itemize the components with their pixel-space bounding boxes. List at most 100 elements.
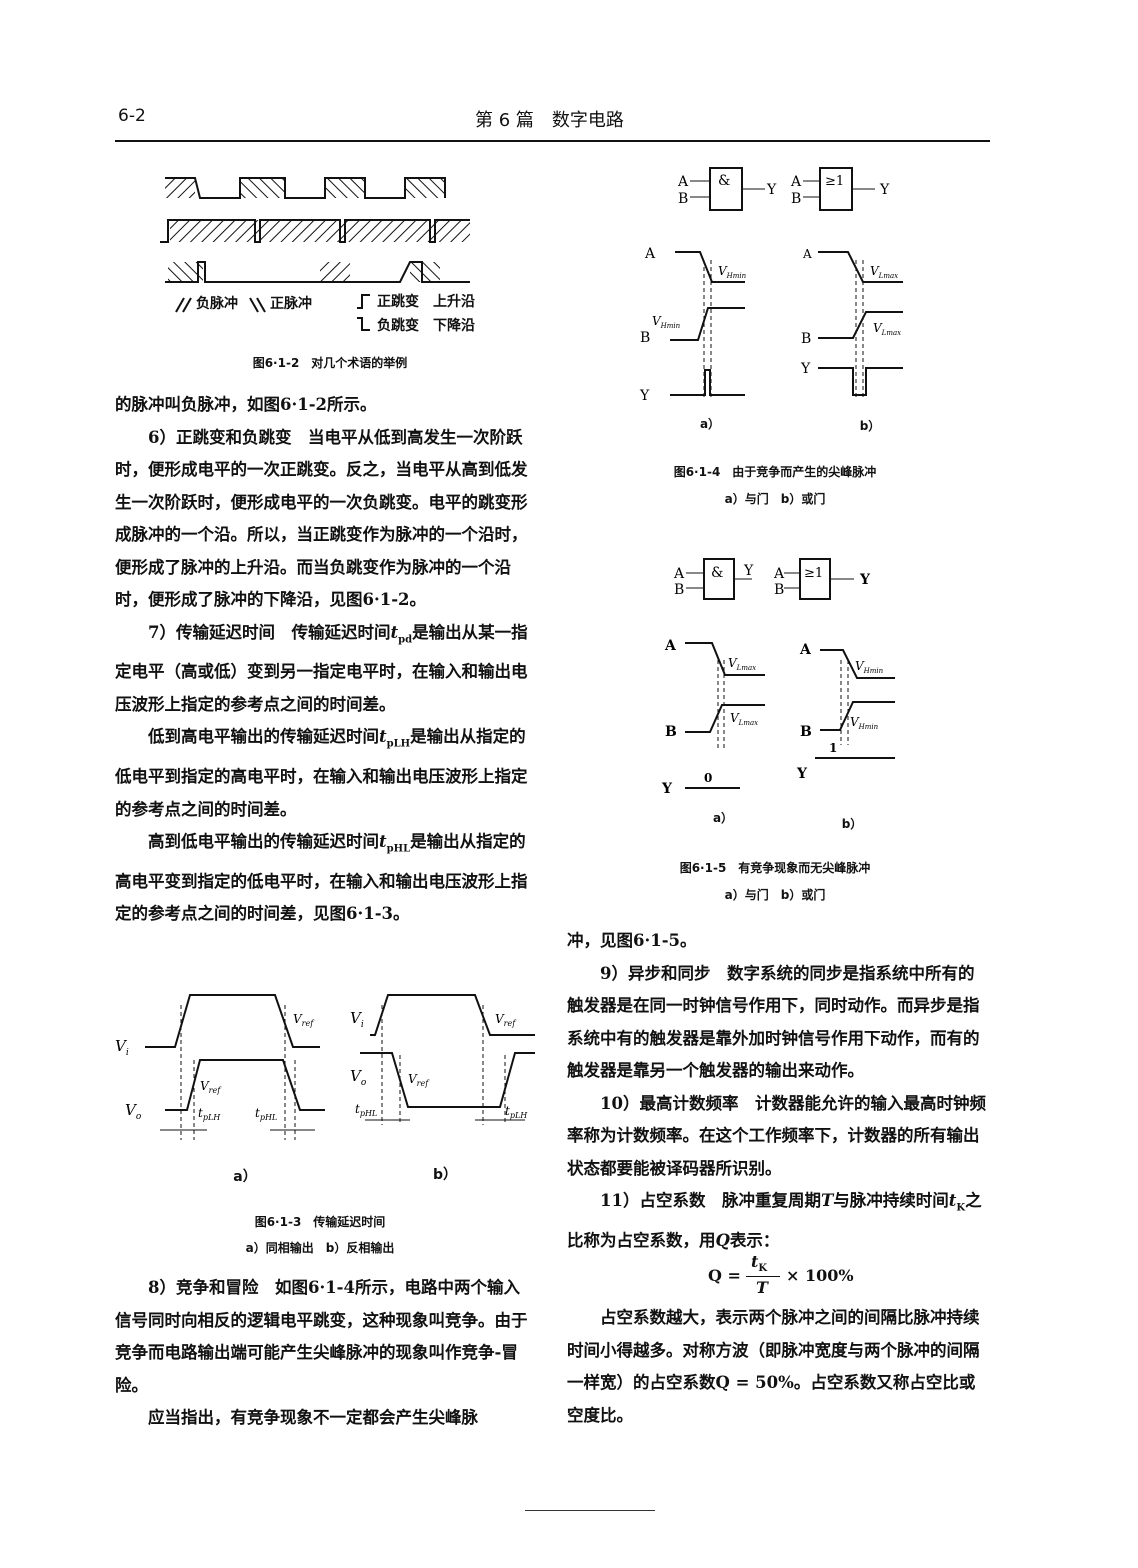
fig4-and-b: B <box>678 191 688 207</box>
fig3-b-waveforms: Vi Vo Vref Vref tpHL tpLH <box>350 994 535 1125</box>
para-tpd: 7）传输延迟时间 传输延迟时间tpd是输出从某一指定电平（高或低）变到另一指定电… <box>115 622 528 714</box>
formula-lhs: Q = <box>708 1266 741 1285</box>
fig4b-y: Y <box>800 361 811 377</box>
fig5-b-waveforms: A B Y 1 VHmin VHmin <box>796 642 895 782</box>
fig5-and-a: A <box>673 566 685 582</box>
fig3-label-b: b） <box>432 1167 458 1183</box>
fig5-subcaption: a）与门 b）或门 <box>724 888 826 902</box>
fig4-subcaption: a）与门 b）或门 <box>724 492 826 506</box>
fig3a-tphl-label: tpHL <box>255 1106 277 1122</box>
fig5a-b: B <box>665 724 677 740</box>
fig5-or-b: B <box>774 582 784 598</box>
fig5-gates: & A B Y ≥1 A B Y <box>673 558 871 600</box>
legend-falling-edge: 负跳变 下降沿 <box>377 318 475 334</box>
fig5-or-a: A <box>773 566 785 582</box>
formula-rhs: × 100% <box>786 1266 854 1285</box>
fig3-subcaption: a）同相输出 b）反相输出 <box>245 1241 395 1255</box>
para-race: 8）竞争和冒险 如图6·1-4所示，电路中两个输入信号同时向相反的逻辑电平跳变，… <box>115 1278 528 1395</box>
fig3b-vref-label-2: Vref <box>495 1012 517 1028</box>
para-see-fig5: 冲，见图6·1-5。 <box>567 931 697 950</box>
and-gate-symbol: & <box>718 173 730 189</box>
fig3-a-waveforms: Vi Vo Vref Vref tpLH tpHL <box>115 994 325 1140</box>
page-number: 6-2 <box>118 106 146 126</box>
para-note: 应当指出，有竞争现象不一定都会产生尖峰脉 <box>148 1408 478 1427</box>
legend-neg-pulse: 负脉冲 <box>196 296 238 312</box>
fig4-or-a: A <box>790 174 802 190</box>
right-column: 冲，见图6·1-5。 9）异步和同步 数字系统的同步是指系统中所有的触发器是在同… <box>567 925 987 1257</box>
fig3-label-a: a） <box>233 1169 257 1185</box>
para-max-freq: 10）最高计数频率 计数器能允许的输入最高时钟频率称为计数频率。在这个工作频率下… <box>567 1093 986 1178</box>
fig5a-vlmax-1: VLmax <box>728 656 756 672</box>
fig3a-vref-label-2: Vref <box>293 1012 315 1028</box>
fig5-and-b: B <box>674 582 684 598</box>
fig5-label-a: a） <box>712 811 734 825</box>
formula-denominator: T <box>756 1278 768 1297</box>
fig5-label-b: b） <box>841 817 863 831</box>
para-tplh: 低到高电平输出的传输延迟时间tpLH是输出从指定的低电平到指定的高电平时，在输入… <box>115 727 528 819</box>
fig5-or-symbol: ≥1 <box>804 566 823 581</box>
fig4-or-b: B <box>791 191 801 207</box>
fig4a-vhmin-2: VHmin <box>652 314 681 330</box>
fig4-gates: & A B Y ≥1 A B Y <box>677 167 890 211</box>
fig3a-vo-label: Vo <box>125 1101 142 1122</box>
fig5b-vhmin-1: VHmin <box>855 659 884 675</box>
bottom-rule <box>525 1510 655 1511</box>
para-neg-pulse-end: 的脉冲叫负脉冲，如图6·1-2所示。 <box>115 395 377 414</box>
fig5a-y: Y <box>661 781 673 797</box>
fig4-or-y: Y <box>879 182 890 198</box>
para-jump: 6）正跳变和负跳变 当电平从低到高发生一次阶跃时，便形成电平的一次正跳变。反之，… <box>115 427 528 610</box>
fig4-caption: 图6·1-4 由于竞争而产生的尖峰脉冲 <box>673 465 877 479</box>
hatch-pos-icon <box>249 297 266 313</box>
fig2-waveforms <box>160 177 470 283</box>
fig3a-vref-label: Vref <box>200 1079 222 1095</box>
fig3a-vi-label: Vi <box>115 1037 129 1058</box>
fig5b-vhmin-2: VHmin <box>850 715 879 731</box>
fig4-b-waveforms: A B Y VLmax VLmax <box>800 247 903 400</box>
fig4-a-waveforms: A B Y VHmin VHmin <box>639 246 747 404</box>
para-tphl: 高到低电平输出的传输延迟时间tpHL是输出从指定的高电平变到指定的低电平时，在输… <box>115 832 528 924</box>
fig5-and-symbol: & <box>711 565 723 581</box>
duty-formula: Q = tK T × 100% <box>708 1252 858 1302</box>
left-column-lower: 8）竞争和冒险 如图6·1-4所示，电路中两个输入信号同时向相反的逻辑电平跳变，… <box>115 1272 533 1435</box>
fig3a-tplh-label: tpLH <box>198 1106 221 1122</box>
para-duty-explain: 占空系数越大，表示两个脉冲之间的间隔比脉冲持续时间小得越多。对称方波（即脉冲宽度… <box>567 1308 980 1425</box>
fig3b-tphl-label: tpHL <box>355 1102 377 1118</box>
fig4-and-a: A <box>677 174 689 190</box>
para-sync: 9）异步和同步 数字系统的同步是指系统中所有的触发器是在同一时钟信号作用下，同时… <box>567 963 980 1081</box>
header-rule <box>115 140 990 142</box>
fig4b-b: B <box>801 331 811 347</box>
fig5-caption: 图6·1-5 有竞争现象而无尖峰脉冲 <box>679 861 871 875</box>
fig4a-vhmin-1: VHmin <box>718 264 747 280</box>
fig3b-vref-label: Vref <box>408 1072 430 1088</box>
fig5b-one: 1 <box>829 741 837 755</box>
fig4-and-y: Y <box>766 182 777 198</box>
legend-pos-pulse: 正脉冲 <box>270 296 312 312</box>
fig4b-vlmax-2: VLmax <box>873 321 901 337</box>
or-gate-symbol: ≥1 <box>825 174 844 189</box>
right-column-lower: 占空系数越大，表示两个脉冲之间的间隔比脉冲持续时间小得越多。对称方波（即脉冲宽度… <box>567 1302 987 1432</box>
fig5b-a: A <box>799 642 812 658</box>
para-duty: 11）占空系数 脉冲重复周期T与脉冲持续时间tK之比称为占空系数，用Q表示： <box>567 1191 982 1250</box>
fig5-a-waveforms: A B Y 0 VLmax VLmax <box>661 638 765 797</box>
fig4a-b: B <box>640 330 650 346</box>
left-column: 的脉冲叫负脉冲，如图6·1-2所示。 6）正跳变和负跳变 当电平从低到高发生一次… <box>115 389 533 931</box>
running-title: 第 6 篇 数字电路 <box>475 110 624 131</box>
fig5b-y: Y <box>796 766 808 782</box>
falling-edge-icon <box>357 317 370 331</box>
fig5a-a: A <box>664 638 677 654</box>
rising-edge-icon <box>357 294 370 309</box>
fig5a-zero: 0 <box>704 771 712 785</box>
hatch-neg-icon <box>175 297 192 313</box>
fig3b-vi-label: Vi <box>350 1009 364 1030</box>
fig3-caption: 图6·1-3 传输延迟时间 <box>254 1215 386 1229</box>
fig4a-y: Y <box>639 388 650 404</box>
fig5a-vlmax-2: VLmax <box>730 711 758 727</box>
legend-rising-edge: 正跳变 上升沿 <box>377 294 475 310</box>
fig3b-vo-label: Vo <box>350 1067 367 1088</box>
fig4a-a: A <box>644 246 656 262</box>
formula-numerator: tK <box>751 1252 768 1275</box>
fig3b-tplh-label: tpLH <box>505 1104 528 1120</box>
fig5-and-y: Y <box>743 563 754 579</box>
fig4-label-b: b） <box>859 419 881 433</box>
fig5-or-y: Y <box>859 572 871 588</box>
